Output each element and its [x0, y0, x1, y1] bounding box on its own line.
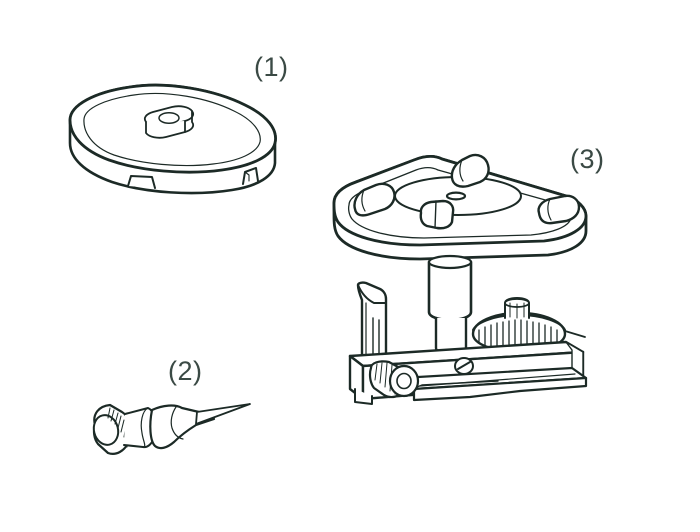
pad-right-shape — [537, 194, 581, 225]
pad-back-crease — [459, 159, 464, 182]
scriber-collar-seam — [140, 407, 149, 448]
scriber-point — [195, 403, 251, 425]
scriber-body-crease — [170, 406, 184, 440]
boss-side-wall — [145, 120, 186, 139]
blade-chamfer — [357, 284, 387, 304]
part-1-base-plate — [68, 83, 277, 195]
base-plate-foot-right — [242, 167, 259, 185]
rail-screw-head — [454, 357, 474, 375]
knob-face — [92, 414, 120, 446]
top-plate-center-hole — [445, 191, 467, 201]
base-plate-top-relief — [83, 92, 261, 167]
pad-front-crease — [434, 200, 437, 229]
screw-head-slot — [457, 361, 471, 370]
clamp-knob-face-inner — [396, 372, 412, 390]
gauge-blade — [356, 281, 388, 368]
part-2-scriber-needle — [92, 403, 251, 455]
top-plate-pad-left — [353, 182, 396, 217]
column-upper-top-ellipse — [427, 254, 473, 270]
callout-label-1: (1) — [254, 52, 289, 82]
base-plate-foot-right-nick — [244, 171, 250, 182]
dial-nut-flat-lines — [509, 302, 525, 319]
top-plate-pad-front — [419, 199, 455, 230]
callout-label-3: (3) — [570, 144, 605, 174]
gauge-column — [427, 254, 473, 356]
boss-hole — [158, 112, 180, 124]
gauge-top-plate — [332, 153, 588, 261]
column-upper-cylinder — [427, 260, 473, 322]
callout-label-2: (2) — [168, 356, 203, 386]
part-3-surface-gauge-assembly — [332, 153, 588, 405]
base-plate-foot-left — [127, 175, 156, 189]
gauge-left-foot — [354, 388, 373, 405]
boss-right-edge — [184, 110, 195, 133]
top-plate-pad-back — [450, 153, 490, 188]
dial-top-nut — [504, 297, 530, 319]
pad-front-shape — [419, 199, 455, 230]
gauge-right-arm — [564, 330, 586, 338]
pad-right-crease — [547, 198, 552, 221]
base-plate-center-boss — [143, 105, 195, 139]
pad-left-crease — [361, 189, 366, 212]
top-plate-pad-right — [537, 194, 581, 225]
pad-left-shape — [353, 182, 396, 217]
gauge-clamp-knob — [368, 360, 420, 399]
